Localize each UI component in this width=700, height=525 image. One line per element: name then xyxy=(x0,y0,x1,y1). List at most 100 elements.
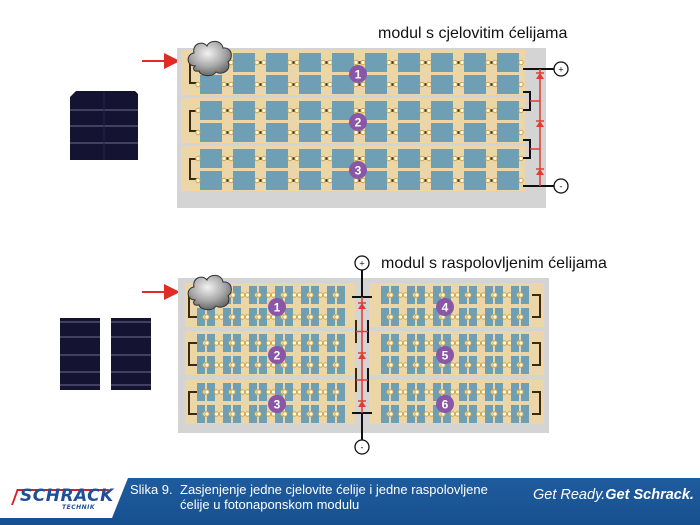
substring-badge-label: 5 xyxy=(442,349,449,363)
connector-dot xyxy=(440,340,446,346)
connector-dot xyxy=(256,314,262,320)
connector-dot xyxy=(265,340,272,346)
half-cell xyxy=(337,286,345,304)
connector-dot xyxy=(397,411,404,417)
half-cell xyxy=(391,405,399,423)
solar-cell xyxy=(497,75,519,94)
logo-brand-text: SCHRACK xyxy=(20,486,114,506)
connector-dot xyxy=(388,314,394,320)
substring-badge xyxy=(268,346,286,364)
solar-cell xyxy=(398,123,420,142)
connector-dot xyxy=(414,292,420,298)
figure-caption: Slika 9.Zasjenjenje jedne cjelovite ćeli… xyxy=(130,482,488,512)
connector-dot xyxy=(256,389,262,395)
connector-dot xyxy=(291,362,298,368)
half-cell xyxy=(327,356,335,374)
connector-dot xyxy=(261,129,267,136)
negative-terminal xyxy=(354,439,370,455)
half-cell xyxy=(233,405,241,423)
connector-dot xyxy=(256,362,262,368)
half-cell xyxy=(391,383,399,401)
connector-dot xyxy=(256,411,262,417)
connector-dot xyxy=(287,81,293,88)
half-cell xyxy=(249,286,257,304)
caption-line-1: Zasjenjenje jedne cjelovite ćelije i jed… xyxy=(180,482,488,497)
connector-dot xyxy=(485,81,491,88)
connector-dot xyxy=(308,411,314,417)
connector-dot xyxy=(213,340,220,346)
connector-dot xyxy=(388,340,394,346)
solar-cell xyxy=(299,101,321,120)
connector-dot xyxy=(518,177,524,184)
connector-dot xyxy=(501,389,508,395)
connector-dot xyxy=(291,292,298,298)
bypass-diode xyxy=(358,401,366,407)
solar-cell xyxy=(365,53,387,72)
connector-dot xyxy=(452,81,458,88)
substring-badge-label: 2 xyxy=(355,116,362,130)
connector-dot xyxy=(320,155,326,162)
negative-terminal-label: - xyxy=(560,182,563,192)
solar-cell xyxy=(332,149,354,168)
half-cell xyxy=(495,308,503,326)
connector-dot xyxy=(475,340,482,346)
half-cell xyxy=(327,405,335,423)
solar-cell xyxy=(464,149,486,168)
half-cell xyxy=(485,286,493,304)
half-cell xyxy=(511,383,519,401)
solar-cell xyxy=(266,123,288,142)
half-cell xyxy=(391,356,399,374)
connector-dot xyxy=(426,81,432,88)
connector-dot xyxy=(287,155,293,162)
half-cell xyxy=(249,383,257,401)
full-cell-wafer-icon xyxy=(70,91,138,160)
half-cell xyxy=(301,308,309,326)
half-cell xyxy=(391,286,399,304)
half-cell xyxy=(511,356,519,374)
half-cell xyxy=(443,405,451,423)
connector-dot xyxy=(221,155,227,162)
half-cell xyxy=(381,383,389,401)
connector-dot xyxy=(239,292,246,298)
connector-dot xyxy=(294,155,300,162)
half-cell xyxy=(207,308,215,326)
connector-dot xyxy=(228,129,234,136)
half-cell xyxy=(197,356,205,374)
half-cell xyxy=(311,405,319,423)
shading-cloud-icon xyxy=(187,274,232,311)
half-cell xyxy=(301,334,309,352)
solar-cell xyxy=(365,149,387,168)
half-cell xyxy=(259,308,267,326)
connector-dot xyxy=(492,292,498,298)
half-cell xyxy=(469,334,477,352)
solar-cell xyxy=(431,123,453,142)
half-cell xyxy=(233,286,241,304)
half-cell xyxy=(311,334,319,352)
connector-dot xyxy=(195,155,201,162)
half-cell xyxy=(391,308,399,326)
half-cell xyxy=(249,334,257,352)
connector-dot xyxy=(317,340,324,346)
connector-dot xyxy=(449,292,456,298)
connector-dot xyxy=(452,155,458,162)
half-cell xyxy=(197,308,205,326)
connector-dot xyxy=(475,389,482,395)
connector-dot xyxy=(239,362,246,368)
substring-loop-wire xyxy=(188,342,197,366)
connector-dot xyxy=(414,362,420,368)
solar-cell xyxy=(497,53,519,72)
connector-dot xyxy=(492,129,498,136)
connector-dot xyxy=(282,340,288,346)
half-cell xyxy=(337,383,345,401)
solar-cell xyxy=(332,53,354,72)
half-cell xyxy=(459,286,467,304)
connector-dot xyxy=(261,81,267,88)
bypass-diode xyxy=(358,353,366,359)
connector-dot xyxy=(294,107,300,114)
half-cell xyxy=(459,405,467,423)
connector-dot xyxy=(518,292,524,298)
connector-dot xyxy=(485,107,491,114)
connector-dot xyxy=(419,81,425,88)
substring-badge-label: 6 xyxy=(442,398,449,412)
half-cell xyxy=(381,286,389,304)
